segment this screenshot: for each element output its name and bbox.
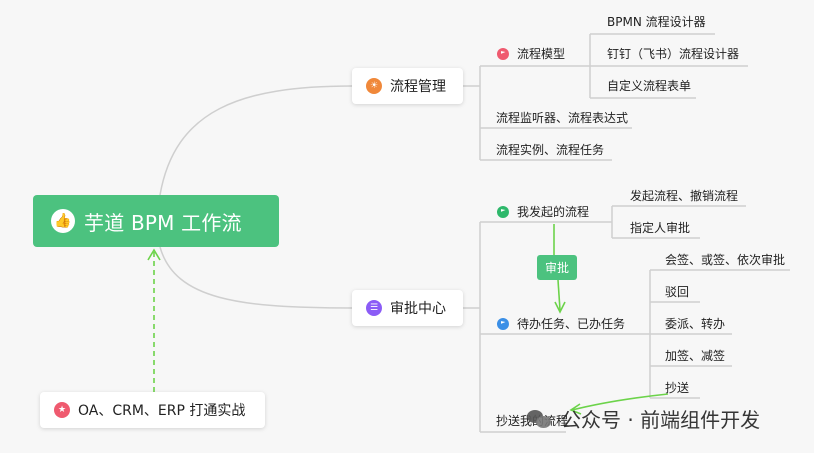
- link-approval-center: [159, 246, 353, 309]
- leaf-cc[interactable]: 抄送: [665, 381, 690, 395]
- document-icon: ☰: [366, 300, 382, 316]
- leaf-reject[interactable]: 驳回: [665, 285, 690, 299]
- leaf-delegate[interactable]: 委派、转办: [665, 317, 726, 331]
- node-label: 我发起的流程: [517, 205, 590, 219]
- star-icon: ★: [54, 402, 70, 418]
- wechat-icon: [527, 408, 553, 430]
- branch-approval-center[interactable]: ☰ 审批中心: [352, 290, 463, 326]
- approval-badge: 审批: [537, 255, 577, 280]
- leaf-instance[interactable]: 流程实例、流程任务: [496, 143, 605, 157]
- root-node[interactable]: 👍 芋道 BPM 工作流: [33, 195, 279, 247]
- leaf-assign-approver[interactable]: 指定人审批: [630, 221, 691, 235]
- flag-icon: [497, 318, 509, 330]
- node-my-started[interactable]: 我发起的流程: [497, 205, 589, 219]
- leaf-listener[interactable]: 流程监听器、流程表达式: [496, 111, 629, 125]
- leaf-dingtalk-designer[interactable]: 钉钉（飞书）流程设计器: [607, 47, 740, 61]
- branch-label: 流程管理: [390, 79, 446, 95]
- leaf-add-sign[interactable]: 加签、减签: [665, 349, 726, 363]
- branch-process-mgmt[interactable]: ☀ 流程管理: [352, 68, 463, 104]
- leaf-start-revoke[interactable]: 发起流程、撤销流程: [630, 189, 739, 203]
- cc-arrow: [571, 393, 669, 411]
- node-label: 流程模型: [517, 47, 566, 61]
- leaf-custom-form[interactable]: 自定义流程表单: [607, 79, 692, 93]
- bulb-icon: ☀: [366, 78, 382, 94]
- flag-icon: [497, 206, 509, 218]
- leaf-countersign[interactable]: 会签、或签、依次审批: [665, 253, 786, 267]
- approval-arrow-bottom: [557, 279, 561, 311]
- flag-icon: [497, 48, 509, 60]
- link-process-mgmt: [159, 85, 353, 196]
- branch-label: 审批中心: [390, 301, 446, 317]
- watermark-label: 公众号 · 前端组件开发: [561, 408, 761, 432]
- node-label: 待办任务、已办任务: [517, 317, 626, 331]
- watermark: 公众号 · 前端组件开发: [527, 404, 760, 433]
- node-process-model[interactable]: 流程模型: [497, 47, 565, 61]
- bottom-label: OA、CRM、ERP 打通实战: [78, 403, 246, 419]
- node-tasks[interactable]: 待办任务、已办任务: [497, 317, 625, 331]
- thumbs-up-icon: 👍: [51, 209, 75, 233]
- root-label: 芋道 BPM 工作流: [84, 210, 242, 235]
- bottom-node[interactable]: ★ OA、CRM、ERP 打通实战: [40, 392, 265, 428]
- leaf-bpmn-designer[interactable]: BPMN 流程设计器: [607, 15, 706, 29]
